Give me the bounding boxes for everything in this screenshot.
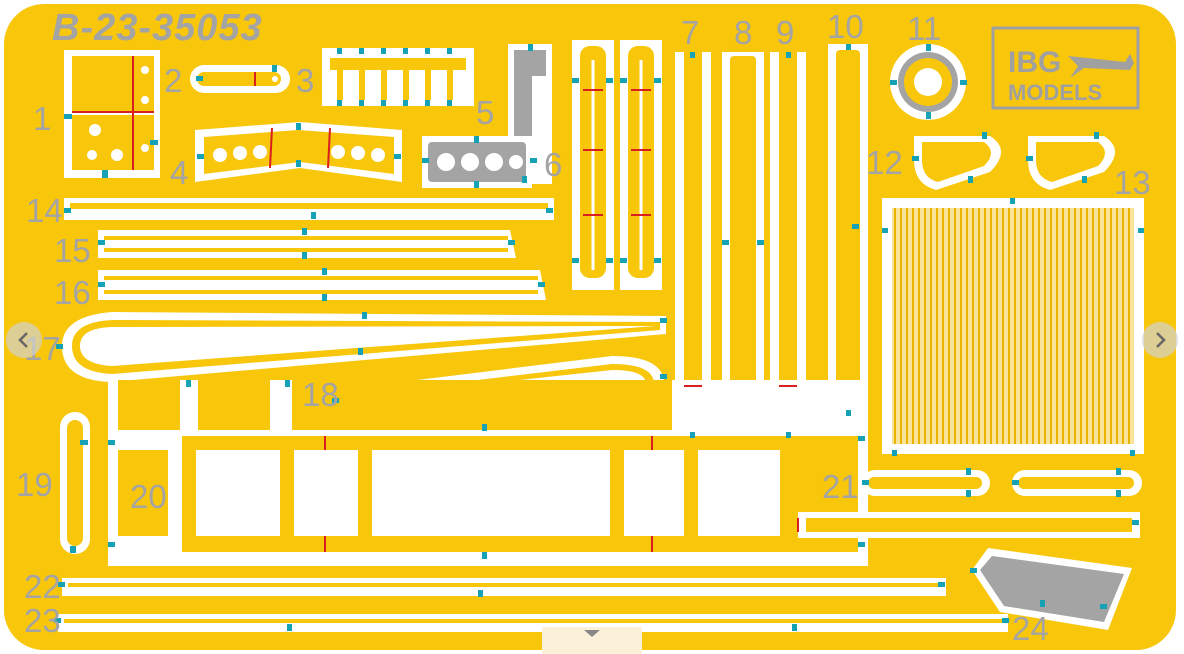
brand-line-1: IBG <box>1008 46 1061 79</box>
airplane-icon <box>1068 54 1134 78</box>
part-4 <box>195 122 402 182</box>
part-label-4: 4 <box>170 154 188 191</box>
part-label-1: 1 <box>33 100 51 137</box>
part-number-labels: 1 2 3 4 5 6 7 8 9 10 11 12 13 14 15 16 1… <box>16 8 1151 647</box>
part-label-2: 2 <box>164 62 182 99</box>
part-label-13: 13 <box>1114 164 1151 201</box>
part-16 <box>98 270 546 300</box>
part-17 <box>62 312 666 382</box>
part-label-3: 3 <box>296 62 314 99</box>
part-label-8: 8 <box>734 14 752 51</box>
strap-part-right <box>620 40 662 290</box>
part-label-22: 22 <box>24 568 61 605</box>
part-label-16: 16 <box>54 274 91 311</box>
part-label-12: 12 <box>866 144 903 181</box>
part-label-20: 20 <box>130 478 167 515</box>
fold-lines <box>324 89 799 552</box>
part-label-9: 9 <box>776 14 794 51</box>
part-13 <box>882 198 1144 454</box>
part-label-23: 23 <box>24 602 61 639</box>
part-21 <box>862 470 990 496</box>
strap-part-left <box>572 40 614 290</box>
part-11 <box>890 44 966 120</box>
part-label-21: 21 <box>822 468 859 505</box>
part-label-5: 5 <box>476 94 494 131</box>
ibg-models-logo: IBG MODELS <box>991 26 1140 110</box>
part-label-19: 19 <box>16 466 53 503</box>
image-pager-tab[interactable] <box>542 627 642 654</box>
part-22 <box>62 578 946 596</box>
chevron-right-icon <box>1156 332 1166 348</box>
part-20 <box>108 380 868 566</box>
sprue-gates <box>54 44 1144 631</box>
caret-down-icon <box>584 630 600 637</box>
part-24 <box>972 548 1132 630</box>
part-15 <box>98 230 516 258</box>
part-label-7: 7 <box>681 14 699 51</box>
part-label-24: 24 <box>1012 610 1049 647</box>
part-label-6: 6 <box>544 146 562 183</box>
part-19 <box>60 412 90 554</box>
part-23 <box>58 614 1008 632</box>
brand-line-2: MODELS <box>1008 80 1102 105</box>
part-label-10: 10 <box>827 8 864 45</box>
chevron-left-icon <box>18 332 28 348</box>
part-label-11: 11 <box>907 10 941 47</box>
part-12 <box>914 136 1001 190</box>
sheet-code: B-23-35053 <box>52 7 263 49</box>
next-image-button[interactable] <box>1142 322 1178 358</box>
part-14 <box>64 198 554 220</box>
part-3 <box>322 48 474 106</box>
previous-image-button[interactable] <box>6 322 42 358</box>
part-1 <box>64 50 160 178</box>
part-21-pair <box>1012 470 1142 496</box>
part-label-14: 14 <box>26 192 63 229</box>
part-2 <box>190 65 290 93</box>
part-6 <box>422 136 532 188</box>
part-12-pair <box>1028 136 1115 190</box>
part-label-15: 15 <box>54 232 91 269</box>
part-label-18: 18 <box>302 376 339 413</box>
